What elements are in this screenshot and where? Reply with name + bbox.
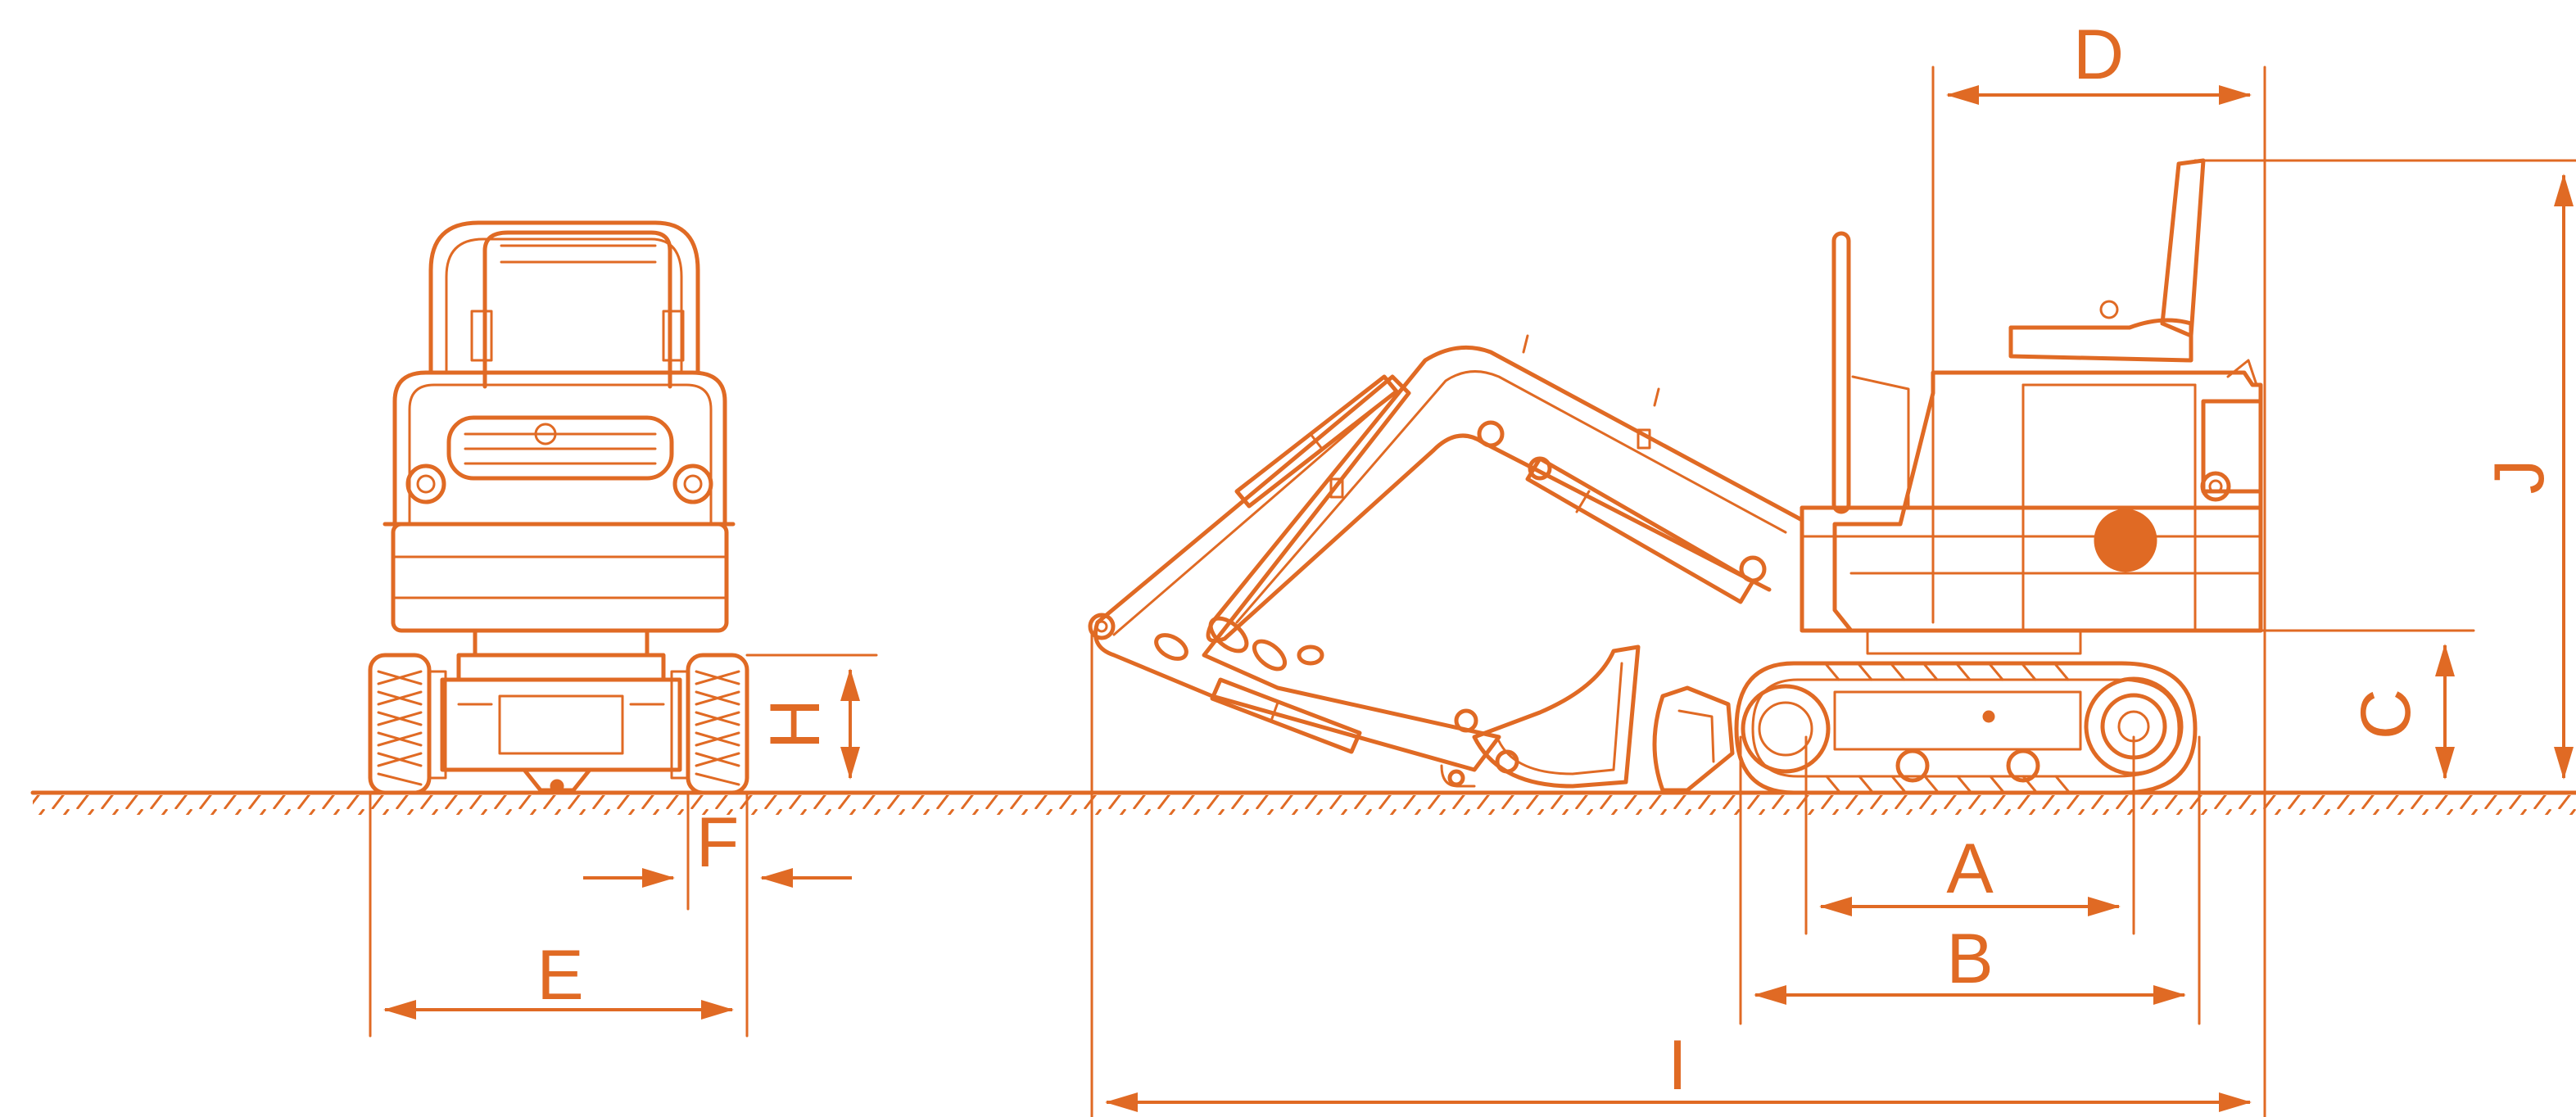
label-A: A <box>1946 830 1994 908</box>
label-B: B <box>1946 920 1993 998</box>
dimension-C: C <box>2347 644 2455 780</box>
label-E: E <box>536 936 583 1015</box>
dimension-I: I <box>1090 629 2266 1117</box>
dimension-E: E <box>369 791 749 1038</box>
label-D: D <box>2073 16 2124 94</box>
dimension-J: J <box>2193 159 2576 780</box>
label-I: I <box>1668 1026 1687 1105</box>
label-F: F <box>696 803 740 882</box>
label-H: H <box>756 699 835 749</box>
ground-line <box>30 790 2576 815</box>
label-C: C <box>2347 689 2425 739</box>
dimension-A: A <box>1804 735 2135 935</box>
side-view-excavator <box>1088 158 2263 795</box>
dimension-D: D <box>1931 16 2266 632</box>
dimension-H: H <box>745 653 878 780</box>
label-J: J <box>2480 459 2559 495</box>
front-view-excavator <box>368 220 749 795</box>
dimension-B: B <box>1739 735 2201 1025</box>
